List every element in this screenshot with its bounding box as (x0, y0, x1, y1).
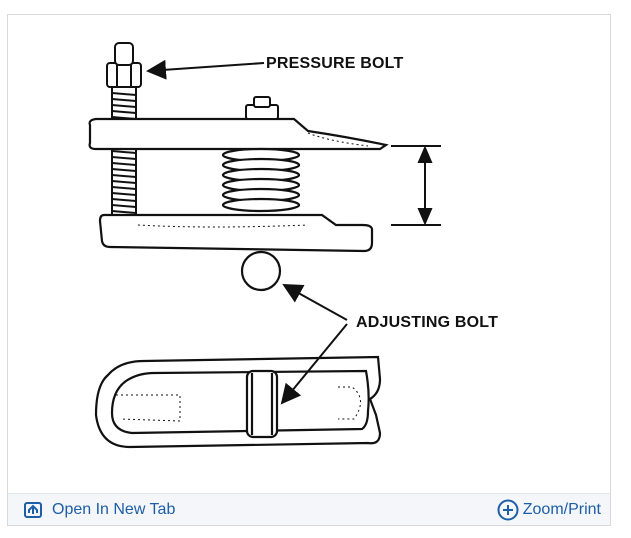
plus-circle-icon (497, 499, 519, 521)
open-new-tab-icon (23, 500, 43, 520)
diagram-figure: PRESSURE BOLT ADJUSTING BOLT (8, 15, 610, 493)
lower-plate (98, 213, 374, 253)
zoom-print-button[interactable]: Zoom/Print (497, 494, 601, 525)
distance-indicator (391, 145, 441, 226)
callout-arrows (146, 59, 348, 405)
pressure-bolt (106, 42, 142, 217)
ball-pivot (240, 250, 282, 292)
image-toolbar: Open In New Tab Zoom/Print (8, 493, 610, 525)
rocker-arm-diagram: PRESSURE BOLT ADJUSTING BOLT (88, 42, 498, 449)
open-new-tab-button[interactable]: Open In New Tab (23, 494, 175, 525)
pressure-bolt-label: PRESSURE BOLT (266, 55, 403, 72)
image-card: PRESSURE BOLT ADJUSTING BOLT Open In New… (7, 14, 611, 526)
rocker-arm-top-view (94, 355, 382, 449)
open-new-tab-label: Open In New Tab (52, 500, 176, 518)
spring-bolt-nut (245, 96, 279, 120)
spring (221, 147, 301, 213)
upper-plate (88, 117, 389, 151)
zoom-print-label: Zoom/Print (522, 500, 601, 518)
adjusting-bolt-label: ADJUSTING BOLT (356, 314, 498, 331)
